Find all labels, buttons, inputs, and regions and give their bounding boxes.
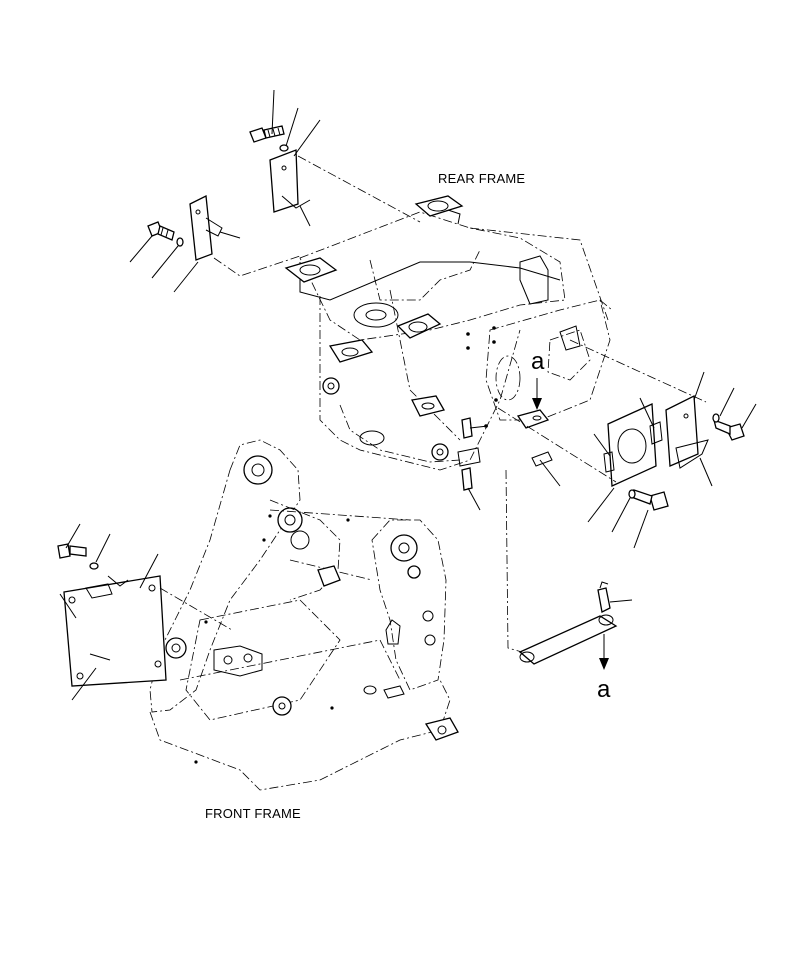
- rear-frame: [284, 195, 613, 491]
- front-frame: [149, 439, 459, 791]
- lock-bar: [518, 614, 618, 665]
- arrow-a-top: [532, 378, 542, 410]
- washer-top: [279, 144, 289, 152]
- front-frame-label: FRONT FRAME: [205, 806, 301, 821]
- cover-plate-right-small: [665, 394, 709, 469]
- cover-plate-top: [269, 149, 311, 213]
- washer-front-left: [89, 562, 99, 570]
- assembly-lines: [159, 155, 707, 653]
- reference-mark-top: a: [531, 348, 545, 375]
- cover-plate-front-left: [63, 575, 167, 687]
- leader-lines: [59, 89, 757, 701]
- bolt-top: [249, 125, 285, 143]
- bolt-right-lower: [633, 489, 669, 511]
- lock-pin: [597, 581, 611, 613]
- cover-plate-left: [189, 194, 223, 261]
- bolt-right-upper: [713, 418, 745, 441]
- bolt-left: [147, 221, 175, 241]
- washer-right-upper: [712, 413, 720, 423]
- bolt-front-left: [57, 543, 87, 559]
- cover-plate-right-large: [603, 403, 663, 487]
- washer-right-lower: [628, 489, 636, 499]
- reference-mark-bottom: a: [597, 676, 611, 703]
- arrow-a-bottom: [599, 634, 609, 670]
- washer-left: [176, 237, 184, 247]
- rear-frame-label: REAR FRAME: [438, 171, 526, 186]
